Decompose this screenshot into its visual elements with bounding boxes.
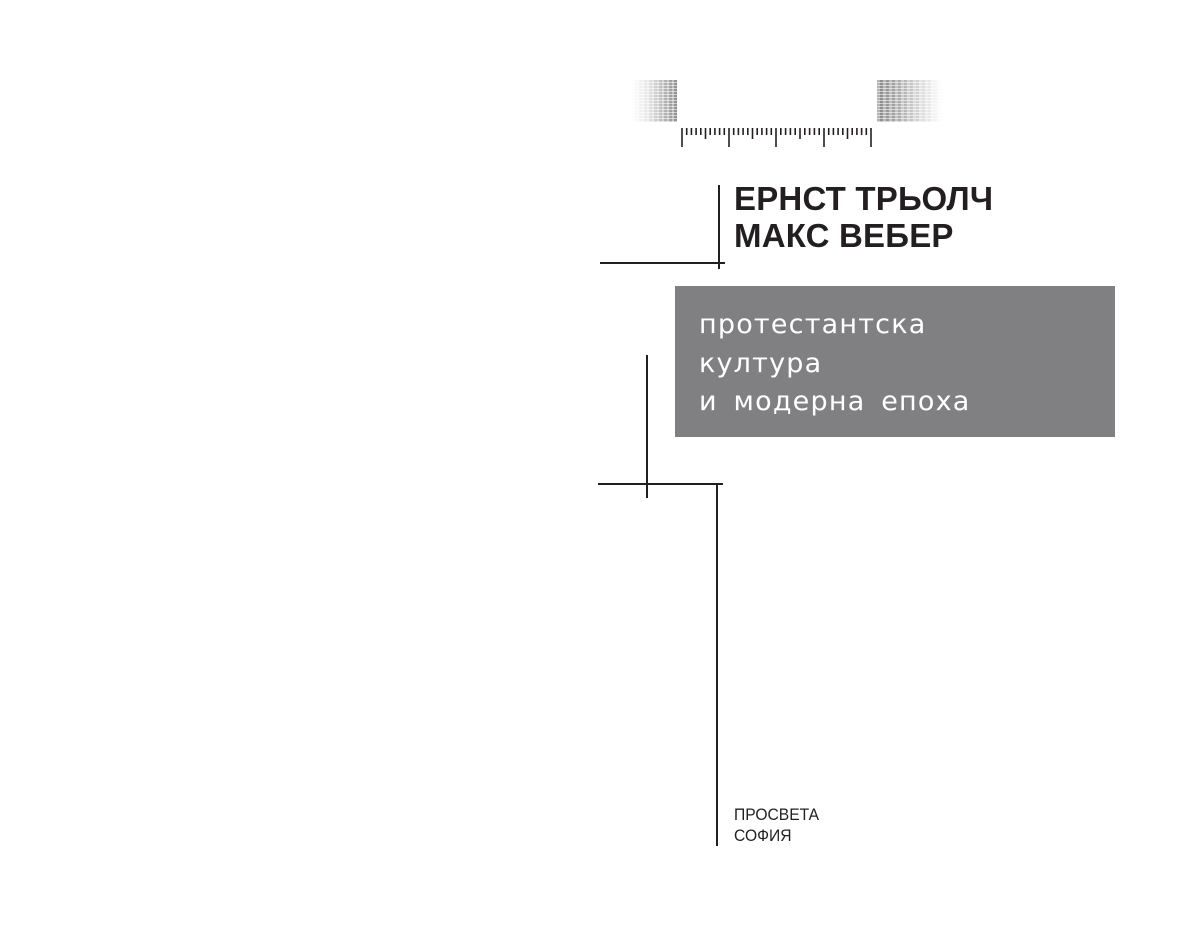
divider-vertical-long [716, 484, 718, 846]
divider-horizontal-top [600, 262, 725, 264]
ruler-icon [681, 128, 872, 147]
author-name: МАКС ВЕБЕР [734, 217, 954, 254]
publisher-city: СОФИЯ [734, 826, 792, 845]
book-title: протестантска култура и модерна епоха [699, 306, 971, 422]
title-line: протестантска [699, 309, 927, 340]
divider-vertical-top [718, 185, 720, 269]
authors-heading: ЕРНСТ ТРЬОЛЧ МАКС ВЕБЕР [734, 180, 993, 254]
author-name: ЕРНСТ ТРЬОЛЧ [734, 180, 994, 217]
divider-horizontal-middle [598, 483, 723, 485]
publisher-block: ПРОСВЕТА СОФИЯ [734, 804, 819, 846]
title-line: култура [699, 347, 823, 379]
decorative-texture-right [877, 80, 942, 122]
publisher-name: ПРОСВЕТА [734, 805, 820, 824]
title-box: протестантска култура и модерна епоха [675, 286, 1115, 437]
decorative-texture-left [632, 80, 677, 122]
divider-vertical-middle [646, 355, 648, 498]
title-line: и модерна епоха [699, 386, 971, 417]
